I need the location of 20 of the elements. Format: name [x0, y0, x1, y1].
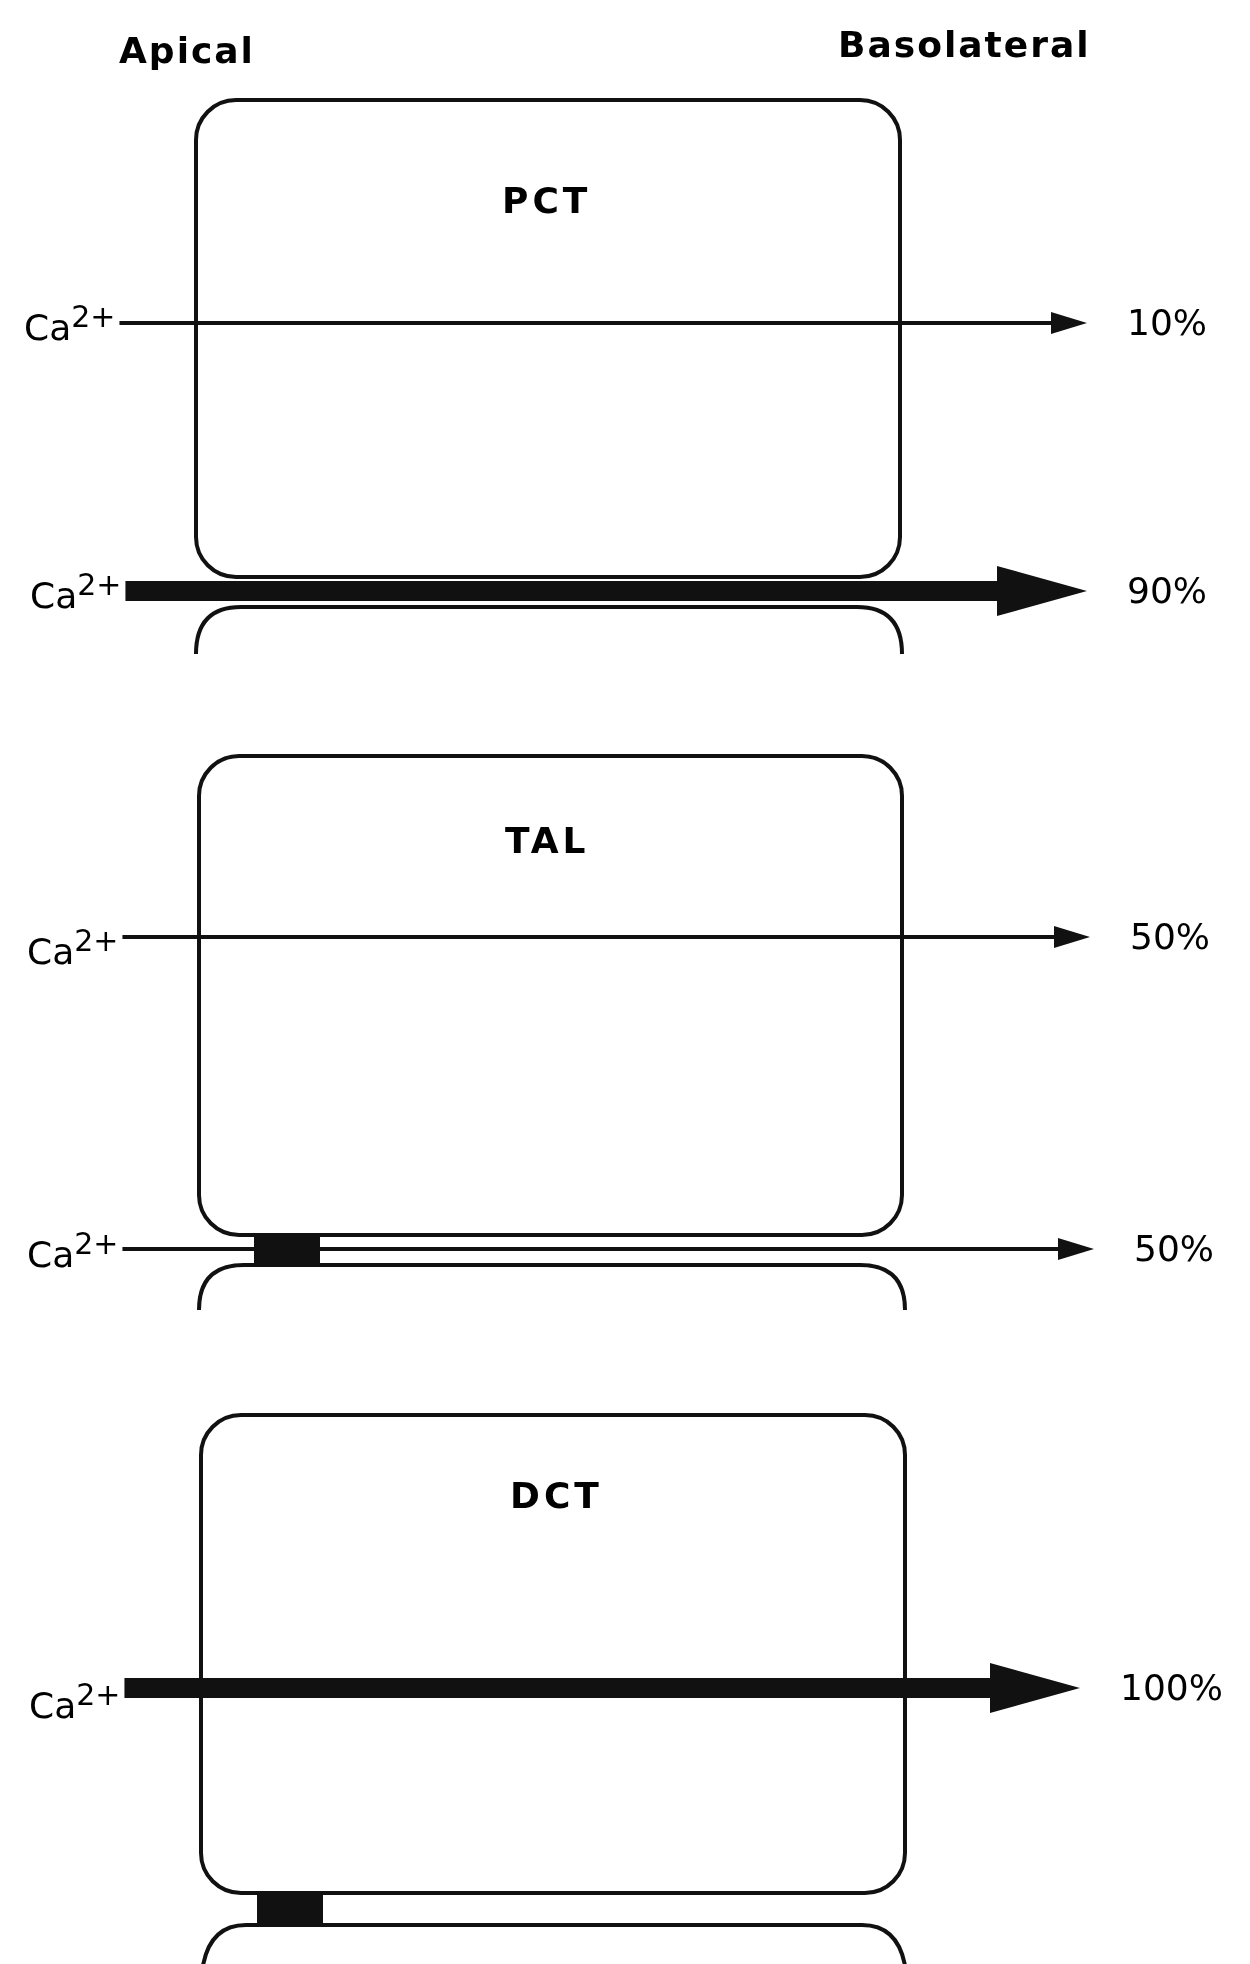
flux-arrow [119, 312, 1087, 334]
percent-label: 90% [1127, 573, 1207, 609]
flux-arrow [124, 1663, 1080, 1713]
percent-label: 50% [1134, 1231, 1214, 1267]
percent-label: 50% [1130, 919, 1210, 955]
ion-label: Ca$^{2+}$ [27, 1229, 119, 1273]
segment-label: DCT [510, 1475, 603, 1516]
segment-label: PCT [502, 180, 592, 221]
ion-label: Ca$^{2+}$ [30, 570, 122, 614]
segment-label: TAL [505, 820, 590, 861]
flux-arrow [125, 566, 1087, 616]
percent-label: 10% [1127, 305, 1207, 341]
flux-arrow [122, 926, 1090, 948]
ion-label: Ca$^{2+}$ [29, 1680, 121, 1724]
side-label: Apical [119, 30, 255, 71]
flux-arrow [122, 1238, 1094, 1260]
side-label: Basolateral [838, 24, 1091, 65]
ion-label: Ca$^{2+}$ [27, 926, 119, 970]
percent-label: 100% [1120, 1670, 1223, 1706]
ion-label: Ca$^{2+}$ [24, 302, 116, 346]
